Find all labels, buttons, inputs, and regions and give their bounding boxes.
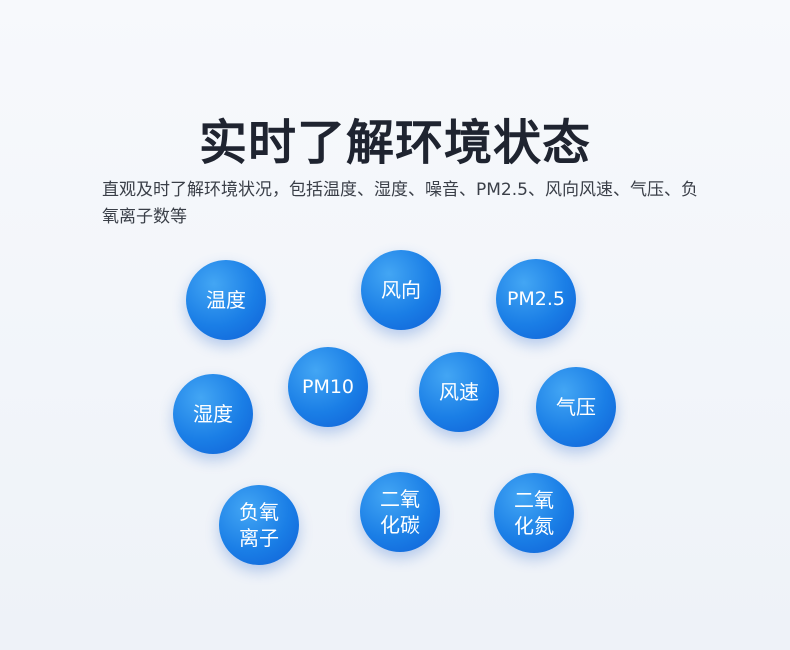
bubble-temperature: 温度 <box>186 260 266 340</box>
bubble-label: 二氧 化碳 <box>380 487 420 537</box>
bubble-label: 二氧 化氮 <box>514 488 554 538</box>
bubble-humidity: 湿度 <box>173 374 253 454</box>
bubble-air-pressure: 气压 <box>536 367 616 447</box>
page-title: 实时了解环境状态 <box>198 115 591 172</box>
bubble-label: 气压 <box>556 395 596 419</box>
bubble-wind-direction: 风向 <box>361 250 441 330</box>
bubble-pm10: PM10 <box>288 347 368 427</box>
bubble-label: PM10 <box>301 376 355 398</box>
bubble-wind-speed: 风速 <box>419 352 499 432</box>
bubble-label: 负氧 离子 <box>239 500 279 550</box>
bubble-pm25: PM2.5 <box>496 259 576 339</box>
bubble-label: PM2.5 <box>506 288 566 310</box>
page-description: 直观及时了解环境状况，包括温度、湿度、噪音、PM2.5、风向风速、气压、负氧离子… <box>102 180 698 227</box>
bubble-nitrogen-dioxide: 二氧 化氮 <box>494 473 574 553</box>
bubble-label: 风向 <box>381 278 421 302</box>
bubble-carbon-dioxide: 二氧 化碳 <box>360 472 440 552</box>
bubble-label: 风速 <box>439 380 479 404</box>
bubble-label: 湿度 <box>193 402 233 426</box>
bubble-negative-oxygen-ion: 负氧 离子 <box>219 485 299 565</box>
bubble-label: 温度 <box>206 288 246 312</box>
